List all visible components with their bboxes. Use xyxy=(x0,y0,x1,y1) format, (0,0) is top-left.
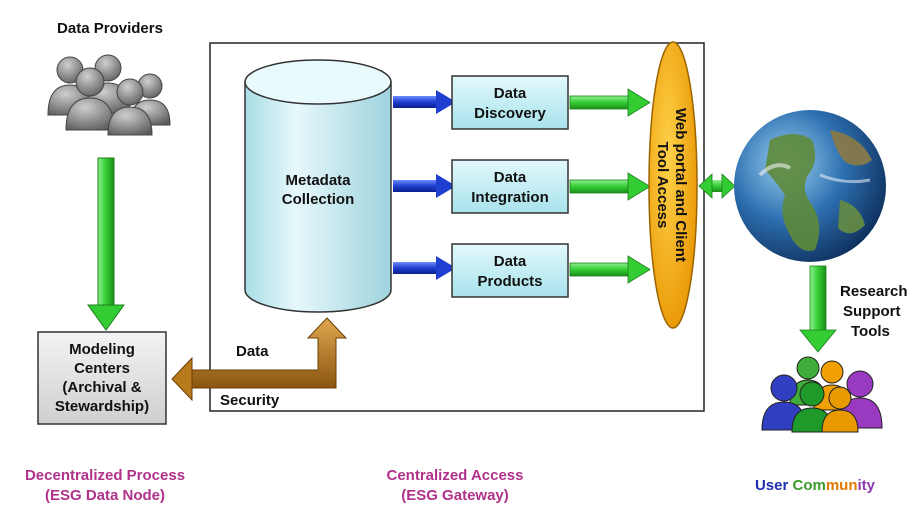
footer-left-line-1: Decentralized Process xyxy=(24,467,186,484)
green-arrow-integration xyxy=(569,172,651,201)
modeling-centers-line-3: (Archival & xyxy=(62,379,141,396)
web-portal-ellipse xyxy=(648,41,698,329)
portal-globe-arrow xyxy=(698,173,736,199)
modeling-centers-line-4: Stewardship) xyxy=(55,398,149,415)
modeling-centers-line-1: Modeling xyxy=(69,341,135,358)
footer-center-line-1: Centralized Access xyxy=(386,467,524,484)
footer-user-part-2: Com xyxy=(792,477,826,494)
discovery-line-1: Data xyxy=(494,85,527,102)
globe-icon xyxy=(734,110,886,262)
footer-center-line-2: (ESG Gateway) xyxy=(401,486,509,504)
security-label: Security xyxy=(220,392,280,409)
footer-left-line-2: (ESG Data Node) xyxy=(44,486,165,504)
data-providers-icon xyxy=(47,54,171,136)
footer-centralized: Centralized Access (ESG Gateway) xyxy=(350,466,560,505)
user-community-icon xyxy=(761,356,883,433)
modeling-centers-box xyxy=(37,331,167,425)
integration-line-1: Data xyxy=(494,169,527,186)
blue-arrow-integration xyxy=(393,174,456,198)
blue-arrow-discovery xyxy=(393,90,456,114)
data-products-box xyxy=(451,243,569,298)
green-arrow-products xyxy=(569,255,651,284)
research-line-1: Research xyxy=(840,283,908,300)
integration-line-2: Integration xyxy=(471,189,549,206)
metadata-line-1: Metadata xyxy=(285,172,351,189)
footer-user-part-3: mun xyxy=(825,477,858,494)
research-line-2: Support xyxy=(843,303,901,320)
footer-user-part-4: ity xyxy=(857,477,876,494)
data-security-arrow xyxy=(171,317,348,402)
research-line-3: Tools xyxy=(851,323,890,340)
metadata-collection-cylinder xyxy=(244,59,392,313)
footer-user-community: User Community xyxy=(730,476,900,496)
blue-arrow-products xyxy=(393,256,456,280)
discovery-line-2: Discovery xyxy=(474,105,546,122)
portal-line-1: Web portal and Client xyxy=(672,108,689,262)
data-discovery-box xyxy=(451,75,569,130)
modeling-centers-line-2: Centers xyxy=(74,360,130,377)
data-providers-title: Data Providers xyxy=(57,20,163,37)
data-label: Data xyxy=(236,343,269,360)
footer-user-part-1: User xyxy=(754,477,793,494)
providers-to-modeling-arrow xyxy=(87,157,125,331)
footer-decentralized: Decentralized Process (ESG Data Node) xyxy=(0,466,210,505)
globe-to-community-arrow xyxy=(799,265,837,353)
portal-line-2: Tool Access xyxy=(654,142,671,229)
green-arrow-discovery xyxy=(569,88,651,117)
data-integration-box xyxy=(451,159,569,214)
products-line-2: Products xyxy=(477,273,542,290)
metadata-line-2: Collection xyxy=(282,191,355,208)
products-line-1: Data xyxy=(494,253,527,270)
